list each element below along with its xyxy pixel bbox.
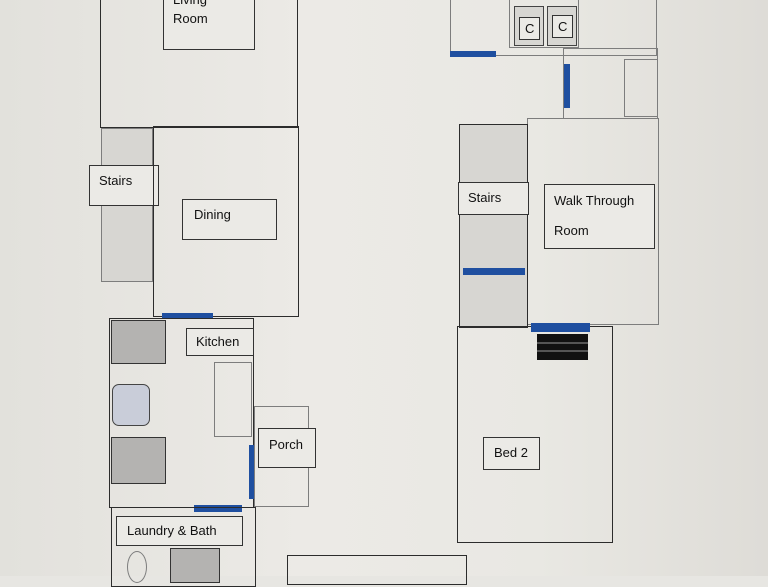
kitchen-label: Kitchen: [186, 328, 254, 356]
laundry-bath-label: Laundry & Bath: [116, 516, 243, 546]
dining-kitchen-door: [162, 313, 213, 319]
closet-outline: [509, 0, 579, 48]
dining-room-label-text: Dining: [194, 207, 231, 222]
dining-room-outline: [153, 126, 299, 317]
laundry-tub: [170, 548, 220, 583]
kitchen-label-text: Kitchen: [196, 334, 240, 349]
toilet-fixture: [127, 551, 147, 583]
fireplace-icon: [537, 334, 588, 360]
left-stairs-label-text: Stairs: [99, 173, 133, 188]
cupboard-1-label: C: [519, 17, 540, 40]
dining-room-label: Dining: [182, 199, 277, 240]
walk-through-room-label: Walk Through Room: [544, 184, 655, 249]
kitchen-porch-door: [249, 445, 254, 499]
right-stairs-door: [463, 268, 525, 275]
living-room-outline: [100, 0, 298, 128]
cupboard-2-label: C: [552, 15, 573, 38]
right-stairs-label-text: Stairs: [468, 190, 502, 205]
porch-label: Porch: [258, 428, 316, 468]
laundry-bath-label-text: Laundry & Bath: [127, 523, 217, 538]
porch-label-text: Porch: [269, 437, 303, 452]
living-room-label: Living Room: [163, 0, 255, 50]
cupboard-1-label-text: C: [525, 21, 535, 36]
walk-through-room-label-line2: Room: [554, 223, 589, 238]
living-room-label-line1: Living: [173, 0, 207, 8]
kitchen-bench: [214, 362, 252, 437]
right-stairs-label: Stairs: [458, 182, 529, 215]
bed-2-door: [531, 323, 590, 332]
bottom-room-outline: [287, 555, 467, 585]
right-stairs-outline: [459, 124, 528, 328]
kitchen-laundry-door: [194, 505, 242, 512]
hall-cabinet: [624, 59, 658, 117]
bed-2-outline: [457, 326, 613, 543]
kitchen-sink: [112, 384, 150, 426]
left-stairs-label: Stairs: [89, 165, 159, 206]
kitchen-counter-bottom: [111, 437, 166, 484]
living-room-label-line2: Room: [173, 11, 208, 26]
cupboard-2-label-text: C: [558, 19, 568, 34]
walk-through-room-label-line1: Walk Through: [554, 193, 635, 208]
upper-right-door: [450, 51, 496, 57]
upper-right-room-outline: [450, 0, 657, 56]
kitchen-counter-top: [111, 320, 166, 364]
bed-2-label-text: Bed 2: [494, 445, 528, 460]
bed-2-label: Bed 2: [483, 437, 540, 470]
hall-door: [564, 64, 570, 108]
